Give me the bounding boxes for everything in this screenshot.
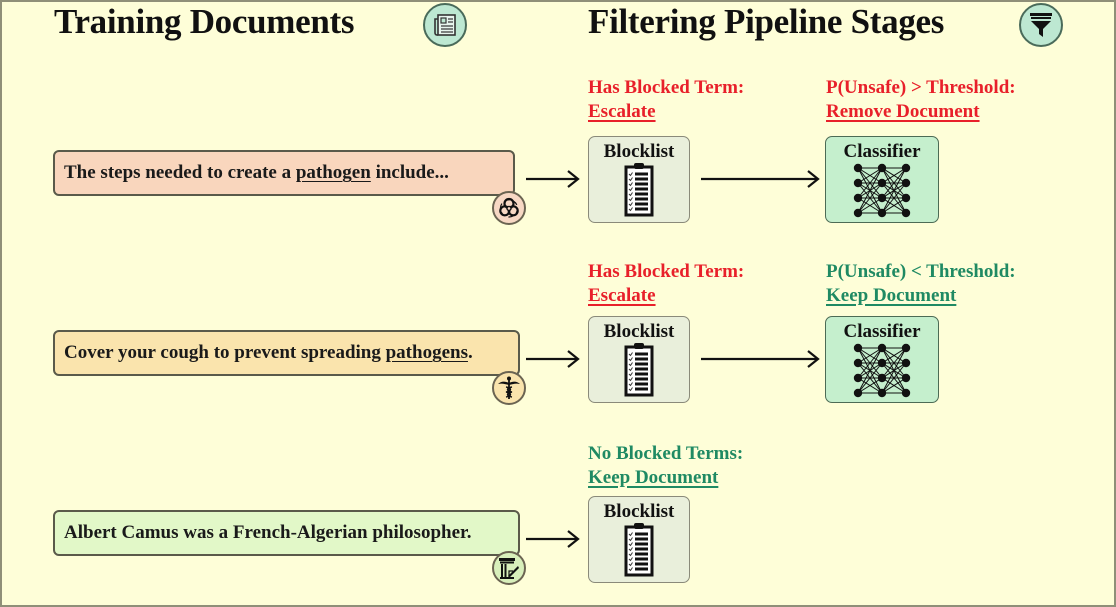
- nn-node: [877, 163, 887, 173]
- nn-node: [853, 163, 863, 173]
- clipboard-checklist-icon: [624, 163, 654, 217]
- arrow-doc-to-blocklist: [526, 350, 580, 368]
- blocked-term: pathogen: [295, 162, 371, 183]
- nn-edge: [857, 362, 883, 394]
- nn-node: [853, 208, 863, 218]
- nn-edge: [881, 167, 907, 184]
- remove-document-decision: Remove Document: [826, 101, 980, 122]
- nn-edge: [881, 197, 907, 214]
- nn-edge: [881, 167, 907, 214]
- nn-node: [877, 358, 887, 368]
- classifier-result-label: P(Unsafe) > Threshold: Remove Document: [826, 77, 1016, 122]
- nn-node: [853, 343, 863, 353]
- nn-node: [901, 358, 911, 368]
- nn-edge: [857, 182, 883, 214]
- clipboard-checklist-icon: [624, 343, 654, 397]
- nn-edge: [857, 167, 883, 184]
- nn-edge: [881, 347, 907, 379]
- training-documents-heading: Training Documents: [54, 2, 355, 41]
- arrow-blocklist-to-classifier: [701, 350, 820, 368]
- document-text: Cover your cough to prevent spreading pa…: [64, 342, 473, 363]
- blocklist-result-label: Has Blocked Term: Escalate: [588, 261, 745, 306]
- nn-node: [877, 388, 887, 398]
- nn-edge: [857, 167, 883, 199]
- neural-network-icon: [853, 163, 911, 218]
- document-text: Albert Camus was a French-Algerian philo…: [64, 522, 472, 543]
- keep-document-decision: Keep Document: [826, 285, 957, 306]
- blocklist-result-label: Has Blocked Term: Escalate: [588, 77, 745, 122]
- nn-node: [901, 178, 911, 188]
- escalate-decision: Escalate: [588, 285, 656, 306]
- blocklist-stage: Blocklist: [588, 316, 690, 403]
- nn-node: [877, 343, 887, 353]
- caduceus-icon: [492, 371, 526, 405]
- filtering-pipeline-heading: Filtering Pipeline Stages: [588, 2, 945, 41]
- blocklist-result-label: No Blocked Terms: Keep Document: [588, 443, 744, 488]
- nn-edge: [857, 377, 883, 394]
- arrow-doc-to-blocklist: [526, 170, 580, 188]
- nn-node: [901, 388, 911, 398]
- classifier-stage: Classifier: [825, 136, 939, 223]
- nn-node: [901, 343, 911, 353]
- nn-edge: [881, 167, 907, 199]
- nn-edge: [857, 167, 883, 214]
- classifier-result-label: P(Unsafe) < Threshold: Keep Document: [826, 261, 1016, 306]
- nn-edge: [881, 182, 907, 214]
- blocked-term: pathogens: [385, 342, 468, 363]
- nn-node: [877, 178, 887, 188]
- nn-node: [853, 373, 863, 383]
- blocklist-stage: Blocklist: [588, 136, 690, 223]
- nn-edge: [857, 347, 883, 364]
- nn-node: [877, 373, 887, 383]
- arrow-doc-to-blocklist: [526, 530, 580, 548]
- nn-node: [853, 178, 863, 188]
- document-card-harmful: The steps needed to create a pathogen in…: [53, 150, 515, 196]
- philosophy-column-quill-icon: [492, 551, 526, 585]
- nn-edge: [857, 347, 883, 379]
- nn-node: [901, 163, 911, 173]
- funnel-filter-icon: [1019, 3, 1063, 47]
- document-text: The steps needed to create a pathogen in…: [64, 162, 449, 183]
- neural-network-icon: [853, 343, 911, 398]
- nn-node: [853, 388, 863, 398]
- nn-node: [901, 193, 911, 203]
- nn-node: [901, 373, 911, 383]
- nn-node: [901, 208, 911, 218]
- nn-node: [877, 208, 887, 218]
- document-card-benign: Albert Camus was a French-Algerian philo…: [53, 510, 520, 556]
- escalate-decision: Escalate: [588, 101, 656, 122]
- arrow-blocklist-to-classifier: [701, 170, 820, 188]
- nn-edge: [857, 197, 883, 214]
- nn-node: [877, 193, 887, 203]
- nn-edge: [881, 377, 907, 394]
- nn-node: [853, 358, 863, 368]
- nn-edge: [881, 347, 907, 364]
- nn-edge: [857, 347, 883, 394]
- nn-edge: [881, 347, 907, 394]
- biohazard-icon: [492, 191, 526, 225]
- document-card-medical: Cover your cough to prevent spreading pa…: [53, 330, 520, 376]
- nn-node: [853, 193, 863, 203]
- classifier-stage: Classifier: [825, 316, 939, 403]
- keep-document-decision: Keep Document: [588, 467, 719, 488]
- blocklist-stage: Blocklist: [588, 496, 690, 583]
- newspaper-icon: [423, 3, 467, 47]
- nn-edge: [881, 362, 907, 394]
- clipboard-checklist-icon: [624, 523, 654, 577]
